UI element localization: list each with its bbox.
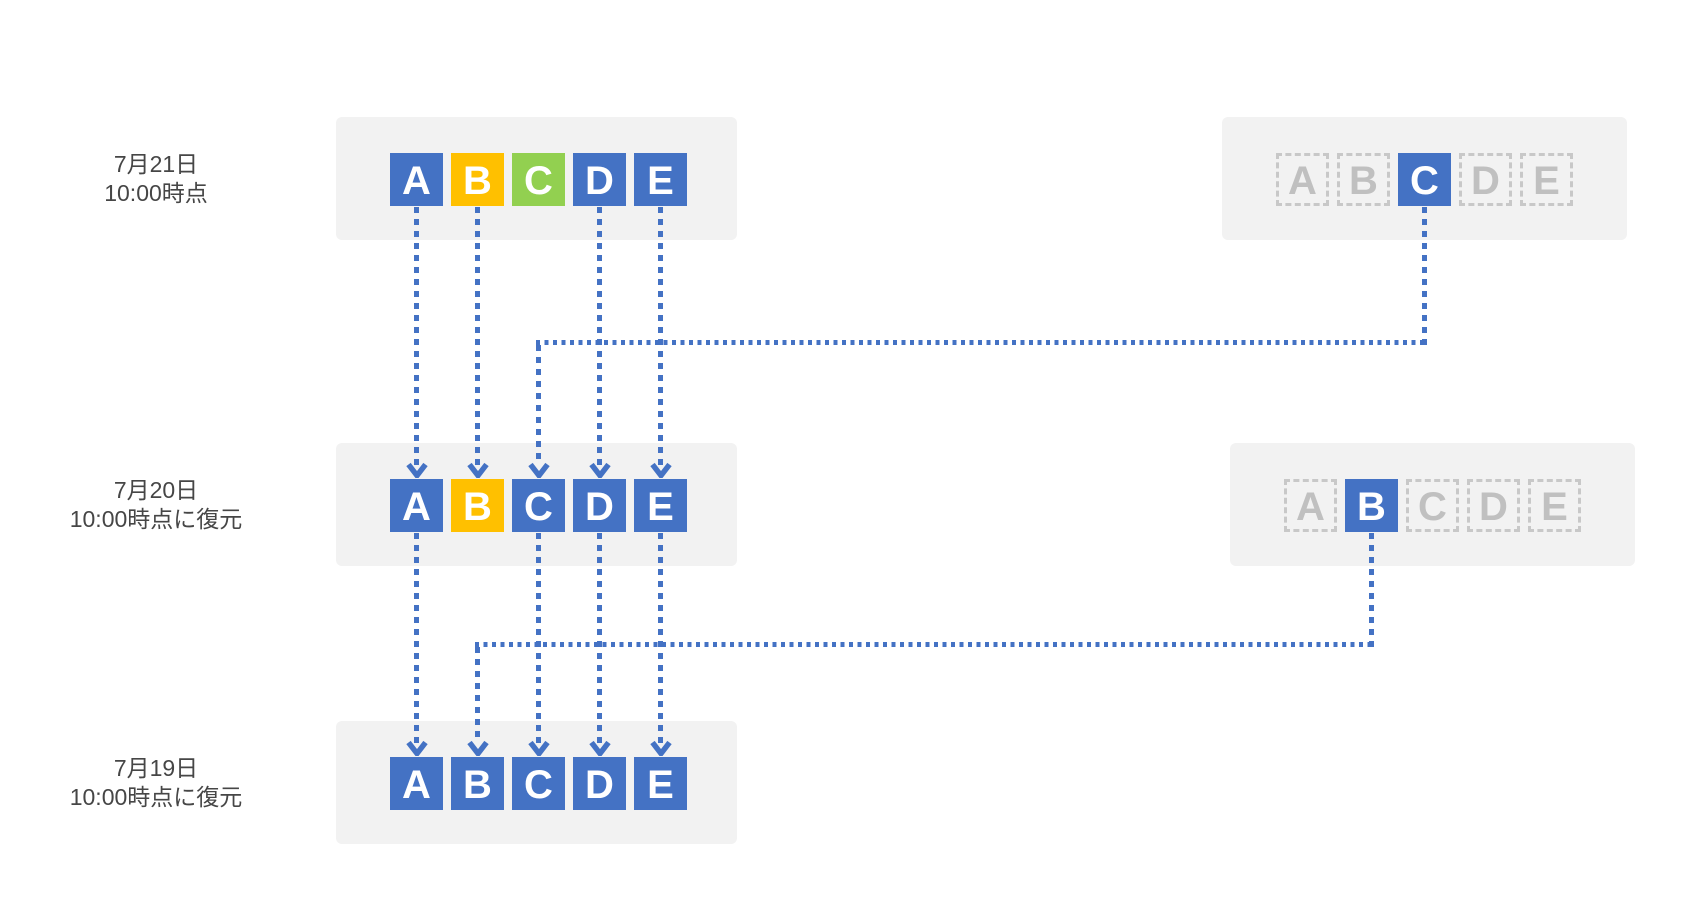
arrowhead-icon [466,740,490,758]
time-line: 10:00時点に復元 [69,505,243,532]
date-line: 7月21日 [113,150,199,177]
connector-line [597,533,602,743]
arrowhead-icon [588,462,612,480]
date-line: 7月20日 [113,476,199,503]
right-panel-row2-box-a: A [1284,479,1337,532]
left-panel-row2-box-b: B [451,479,504,532]
left-panel-row3-box-d: D [573,757,626,810]
right-panel-row2 [1230,443,1635,566]
right-panel-row2-box-b: B [1345,479,1398,532]
left-panel-row1-box-d: D [573,153,626,206]
right-panel-row1-box-e: E [1520,153,1573,206]
arrowhead-icon [649,462,673,480]
right-panel-row1-box-b: B [1337,153,1390,206]
connector-line [475,642,1374,647]
arrowhead-icon [588,740,612,758]
arrowhead-icon [527,740,551,758]
left-panel-row3-box-b: B [451,757,504,810]
arrowhead-icon [466,462,490,480]
left-panel-row3-box-a: A [390,757,443,810]
arrowhead-icon [405,740,429,758]
left-panel-row2-box-a: A [390,479,443,532]
connector-line [658,207,663,465]
right-panel-row1-box-d: D [1459,153,1512,206]
left-panel-row2-box-c: C [512,479,565,532]
left-panel-row2-box-d: D [573,479,626,532]
left-panel-row1-box-c: C [512,153,565,206]
arrowhead-icon [527,462,551,480]
connector-line [414,533,419,743]
time-line: 10:00時点に復元 [69,783,243,810]
right-panel-row2-box-d: D [1467,479,1520,532]
connector-line [1422,207,1427,345]
left-panel-row1-box-a: A [390,153,443,206]
right-panel-row1-box-c: C [1398,153,1451,206]
connector-line [475,647,480,743]
time-line: 10:00時点 [104,179,208,206]
left-panel-row1-box-b: B [451,153,504,206]
left-panel-row2-box-e: E [634,479,687,532]
connector-line [658,533,663,743]
connector-line [414,207,419,465]
arrowhead-icon [649,740,673,758]
connector-line [536,533,541,743]
left-panel-row3-box-c: C [512,757,565,810]
right-panel-row2-box-e: E [1528,479,1581,532]
connector-line [536,340,1427,345]
arrowhead-icon [405,462,429,480]
left-panel-row1-box-e: E [634,153,687,206]
date-line: 7月19日 [113,754,199,781]
connector-line [597,207,602,465]
right-panel-row2-box-c: C [1406,479,1459,532]
connector-line [475,207,480,465]
left-panel-row3-box-e: E [634,757,687,810]
right-panel-row1-box-a: A [1276,153,1329,206]
connector-line [536,345,541,465]
connector-line [1369,533,1374,647]
